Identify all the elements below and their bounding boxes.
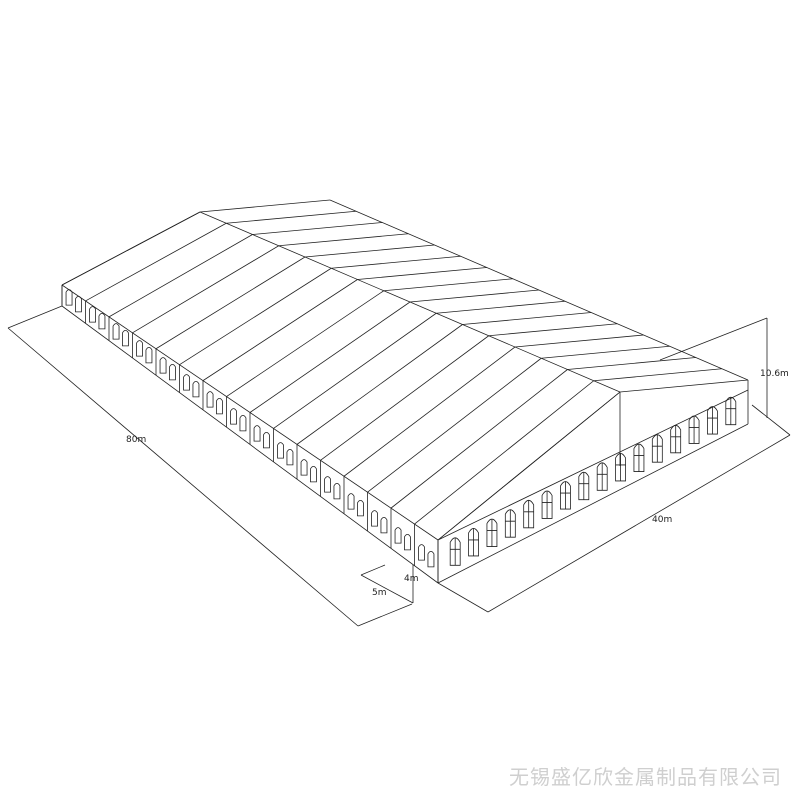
back-ridge-cap [199, 199, 331, 213]
side-arched-window [371, 510, 378, 527]
roof-rafter-right [436, 300, 566, 314]
side-arched-window [216, 398, 223, 415]
dim-length-label: 80m [126, 435, 146, 445]
tent-structure [61, 199, 749, 584]
side-arched-window [145, 347, 153, 364]
dim-eave-height-label: 4m [404, 574, 419, 584]
front-arched-window [578, 471, 590, 501]
roof-rafter-left [273, 312, 437, 429]
gable-right-rafter [619, 379, 749, 393]
roof-rafter-left [249, 301, 411, 413]
dimension-lines [7, 305, 791, 627]
roof-rafter-left [367, 357, 542, 493]
side-arched-window [404, 534, 411, 551]
dim-width-label: 40m [652, 515, 672, 525]
side-arched-window [230, 408, 237, 425]
roof-rafter-right [541, 345, 670, 359]
roof-rafter-right [357, 267, 487, 280]
front-arched-window [633, 443, 645, 472]
side-arched-window [300, 459, 308, 476]
roof-rafter-right [226, 210, 357, 224]
front-arched-window [449, 537, 461, 566]
roof-rafter-right [383, 278, 513, 292]
roof-rafter-left [202, 279, 358, 381]
side-arched-window [333, 483, 341, 500]
dim-bay-span-label: 5m [372, 588, 387, 598]
side-arched-window [418, 544, 425, 561]
side-arched-window [263, 432, 270, 449]
roof-rafter-left [343, 346, 516, 477]
side-arched-window [380, 517, 388, 534]
front-arched-window [725, 396, 737, 426]
side-arched-window [122, 330, 129, 347]
side-arched-window [136, 340, 143, 357]
side-arched-window [89, 306, 96, 323]
front-eave-line [437, 389, 749, 541]
side-arched-window [286, 449, 294, 466]
side-arched-window [427, 551, 435, 568]
side-arched-window [75, 296, 82, 313]
side-arched-window [206, 391, 214, 408]
front-arched-window [615, 452, 626, 482]
side-arched-window [159, 357, 167, 374]
side-arched-window [98, 313, 106, 330]
front-arched-window [504, 509, 516, 538]
roof-rafter-left [85, 222, 227, 302]
roof-rafter-right [331, 255, 461, 269]
roof-rafter-left [179, 267, 332, 366]
roof-rafter-left [390, 369, 568, 509]
roof-rafter-left [320, 335, 489, 461]
side-arched-window [183, 374, 190, 391]
roof-rafter-left [296, 324, 463, 445]
roof-rafter-left [108, 234, 253, 318]
side-arched-window [324, 476, 331, 493]
front-ground-line [437, 423, 749, 584]
side-arched-window [192, 381, 200, 398]
roof-rafter-right [252, 222, 383, 235]
roof-rafter-left [132, 245, 279, 334]
side-arched-window [347, 493, 355, 510]
front-arched-window [670, 424, 682, 454]
roof-rafter-right [593, 368, 722, 382]
roof-rafter-right [304, 244, 435, 258]
front-arched-window [651, 434, 663, 463]
side-arched-window [357, 500, 364, 517]
roof-rafter-right [488, 323, 618, 337]
side-arched-window [169, 364, 176, 381]
side-arched-window [253, 425, 261, 442]
roof-rafter-left [437, 391, 621, 541]
front-arched-window [523, 499, 535, 529]
roof-rafter-right [567, 357, 696, 370]
front-arched-window [560, 481, 571, 510]
side-arched-window [112, 323, 120, 340]
roof-rafter-right [409, 289, 540, 303]
roof-rafter-right [514, 334, 644, 348]
front-arched-window [468, 527, 479, 557]
roof-rafter-right [462, 312, 592, 325]
front-arched-window [486, 518, 498, 547]
side-arched-window [277, 442, 284, 459]
front-arched-window [596, 462, 608, 491]
company-watermark: 无锡盛亿欣金属制品有限公司 [509, 765, 782, 789]
side-arched-window [65, 289, 73, 306]
front-arched-window [688, 415, 700, 444]
side-arched-window [239, 415, 247, 432]
roof-rafter-left [414, 380, 594, 525]
dim-ridge-height-label: 10.6m [760, 369, 789, 379]
front-arched-window [541, 490, 553, 519]
roof-rafter-right [278, 233, 409, 247]
side-arched-window [394, 527, 402, 544]
roof-rafter-left [61, 211, 201, 286]
front-arched-window [707, 406, 718, 435]
roof-rafter-left [226, 290, 384, 397]
side-arched-window [310, 466, 317, 483]
roof-rafter-left [155, 256, 306, 350]
